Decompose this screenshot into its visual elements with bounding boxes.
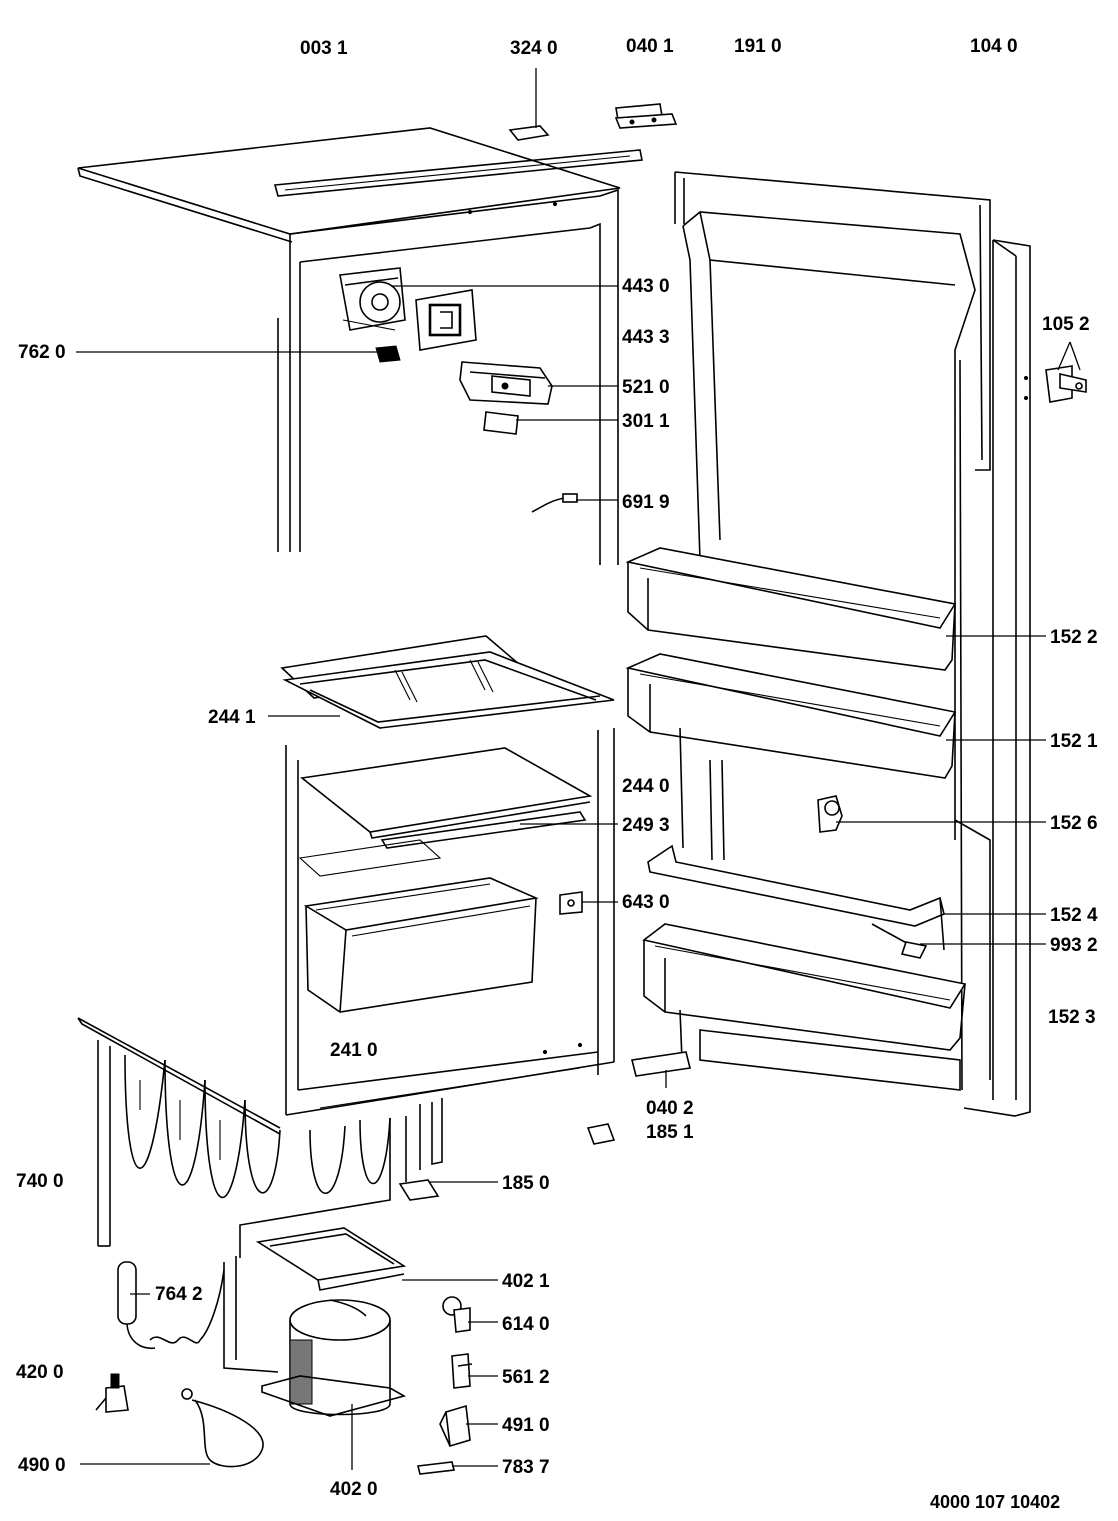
label-105-2: 105 2 bbox=[1042, 314, 1090, 335]
bottle-rail bbox=[647, 844, 945, 951]
door-bin-upper bbox=[625, 547, 957, 671]
reference-number: 4000 107 10402 bbox=[930, 1492, 1060, 1512]
start-relay bbox=[451, 1353, 473, 1389]
label-443-0: 443 0 bbox=[622, 276, 670, 297]
label-152-4: 152 4 bbox=[1050, 905, 1098, 926]
light-assembly bbox=[339, 267, 406, 331]
label-152-1: 152 1 bbox=[1050, 731, 1098, 752]
label-691-9: 691 9 bbox=[622, 492, 670, 513]
relay-cover bbox=[439, 1404, 471, 1448]
sensor-wire bbox=[531, 493, 578, 513]
label-244-1: 244 1 bbox=[208, 707, 256, 728]
label-152-2: 152 2 bbox=[1050, 627, 1098, 648]
label-993-2: 993 2 bbox=[1050, 935, 1098, 956]
label-521-0: 521 0 bbox=[622, 377, 670, 398]
crisper-cover bbox=[300, 747, 593, 839]
label-764-2: 764 2 bbox=[155, 1284, 203, 1305]
label-762-0: 762 0 bbox=[18, 342, 66, 363]
condenser bbox=[77, 1017, 443, 1258]
door-bin-lower bbox=[642, 923, 967, 1051]
label-443-3: 443 3 bbox=[622, 327, 670, 348]
knob bbox=[483, 411, 519, 435]
cable-clip bbox=[417, 1461, 455, 1475]
thermostat-housing bbox=[459, 361, 553, 405]
evaporation-tray bbox=[255, 1227, 407, 1291]
label-324-0: 324 0 bbox=[510, 38, 558, 59]
label-420-0: 420 0 bbox=[16, 1362, 64, 1383]
label-643-0: 643 0 bbox=[622, 892, 670, 913]
label-152-3: 152 3 bbox=[1048, 1007, 1096, 1028]
filter-drier bbox=[117, 1261, 225, 1349]
shelf-support bbox=[298, 839, 442, 877]
label-003-1: 003 1 bbox=[300, 38, 348, 59]
label-152-6: 152 6 bbox=[1050, 813, 1098, 834]
label-244-0: 244 0 bbox=[622, 776, 670, 797]
lamp-cover bbox=[415, 289, 477, 351]
label-402-0: 402 0 bbox=[330, 1479, 378, 1500]
cabinet-body bbox=[77, 127, 643, 1116]
small-bracket bbox=[559, 891, 583, 915]
door bbox=[674, 171, 1031, 1117]
door-hinge bbox=[1024, 341, 1087, 403]
top-hinge bbox=[614, 103, 678, 129]
small-divider bbox=[871, 923, 928, 959]
lower-hinge bbox=[631, 1051, 691, 1077]
hinge-pin bbox=[586, 1123, 616, 1145]
label-191-0: 191 0 bbox=[734, 36, 782, 57]
label-614-0: 614 0 bbox=[502, 1314, 550, 1335]
glass-shelf-upper bbox=[280, 635, 615, 729]
overload-protector bbox=[442, 1296, 471, 1333]
label-241-0: 241 0 bbox=[330, 1040, 378, 1061]
relay-cap bbox=[95, 1373, 129, 1413]
small-clip bbox=[375, 345, 401, 363]
label-301-1: 301 1 bbox=[622, 411, 670, 432]
label-561-2: 561 2 bbox=[502, 1367, 550, 1388]
label-040-1: 040 1 bbox=[626, 36, 674, 57]
label-783-7: 783 7 bbox=[502, 1457, 550, 1478]
door-bin-middle bbox=[625, 653, 957, 779]
label-740-0: 740 0 bbox=[16, 1171, 64, 1192]
leader-lines bbox=[76, 68, 1046, 1470]
top-clip bbox=[508, 125, 550, 141]
power-cable bbox=[181, 1388, 264, 1468]
egg-holder bbox=[817, 795, 843, 833]
label-402-1: 402 1 bbox=[502, 1271, 550, 1292]
label-249-3: 249 3 bbox=[622, 815, 670, 836]
label-104-0: 104 0 bbox=[970, 36, 1018, 57]
label-185-1: 185 1 bbox=[646, 1122, 694, 1143]
label-185-0: 185 0 bbox=[502, 1173, 550, 1194]
part-labels: 003 1 324 0 040 1 191 0 104 0 443 0 443 … bbox=[16, 36, 1098, 1512]
label-490-0: 490 0 bbox=[18, 1455, 66, 1476]
drain-clip bbox=[398, 1179, 440, 1201]
compressor bbox=[223, 1256, 407, 1417]
label-491-0: 491 0 bbox=[502, 1415, 550, 1436]
label-040-2: 040 2 bbox=[646, 1098, 694, 1119]
crisper-drawer bbox=[303, 877, 539, 1013]
